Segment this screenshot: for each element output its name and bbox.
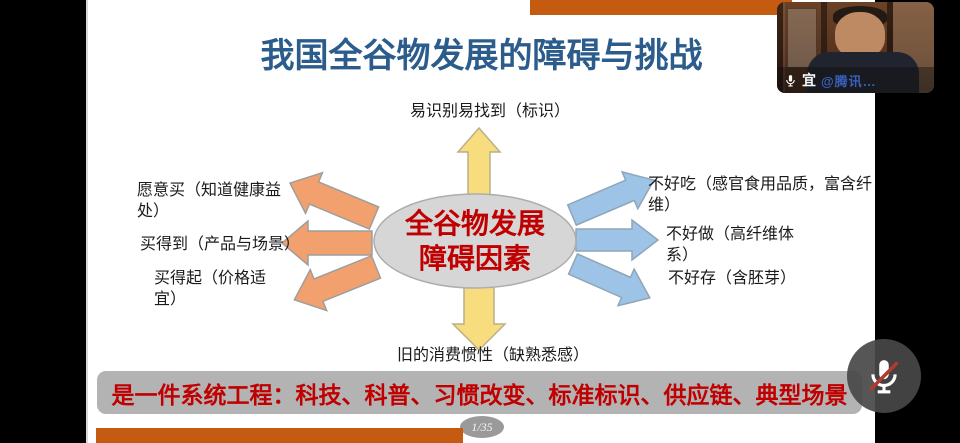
shared-slide: 我国全谷物发展的障碍与挑战 xyxy=(86,0,875,443)
left-lower-arrow-icon xyxy=(293,254,382,312)
obstacle-diagram xyxy=(280,126,660,352)
conclusion-banner-text: 是一件系统工程：科技、科普、习惯改变、标准标识、供应链、典型场景 xyxy=(111,381,848,408)
slide-bottom-accent-bar xyxy=(96,428,463,443)
participant-name-bar: 宜 @腾讯… xyxy=(777,67,934,93)
left-upper-arrow-icon xyxy=(288,171,380,231)
factor-right-1: 不好吃（感官食用品质，富含纤维） xyxy=(648,176,873,214)
factor-right-2: 不好做（高纤维体系） xyxy=(666,226,795,264)
microphone-muted-icon xyxy=(869,360,899,394)
participant-body xyxy=(807,52,919,93)
webcam-tile[interactable]: 宜 @腾讯… xyxy=(777,2,934,93)
participant-name: 宜 xyxy=(802,72,816,88)
right-lower-arrow-icon xyxy=(567,252,651,307)
left-middle-arrow-icon xyxy=(280,219,373,267)
factor-left-3: 买得起（价格适宜） xyxy=(154,270,267,308)
right-upper-arrow-icon xyxy=(566,170,655,227)
slide-top-accent-bar xyxy=(530,0,792,15)
central-ellipse xyxy=(373,193,577,289)
conclusion-banner: 是一件系统工程：科技、科普、习惯改变、标准标识、供应链、典型场景 xyxy=(97,371,862,414)
factor-bottom: 旧的消费惯性（缺熟悉感） xyxy=(397,347,590,364)
down-arrow-icon xyxy=(451,286,507,352)
mute-button[interactable] xyxy=(847,339,921,413)
up-arrow-icon xyxy=(456,126,502,197)
microphone-icon xyxy=(786,74,795,86)
slide-title: 我国全谷物发展的障碍与挑战 xyxy=(260,37,703,75)
central-factor-label: 全谷物发展 障碍因素 xyxy=(375,206,575,276)
participant-watermark: @腾讯… xyxy=(821,73,877,89)
right-middle-arrow-icon xyxy=(575,218,660,262)
central-factor-line2: 障碍因素 xyxy=(418,243,531,274)
page-indicator: 1/35 xyxy=(460,416,504,438)
participant-face xyxy=(835,12,885,58)
factor-top: 易识别易找到（标识） xyxy=(410,103,571,120)
factor-left-1: 愿意买（知道健康益处） xyxy=(137,182,282,220)
central-factor-line1: 全谷物发展 xyxy=(404,208,545,239)
factor-left-2: 买得到（产品与场景） xyxy=(140,236,301,253)
factor-right-3: 不好存（含胚芽） xyxy=(668,270,797,287)
